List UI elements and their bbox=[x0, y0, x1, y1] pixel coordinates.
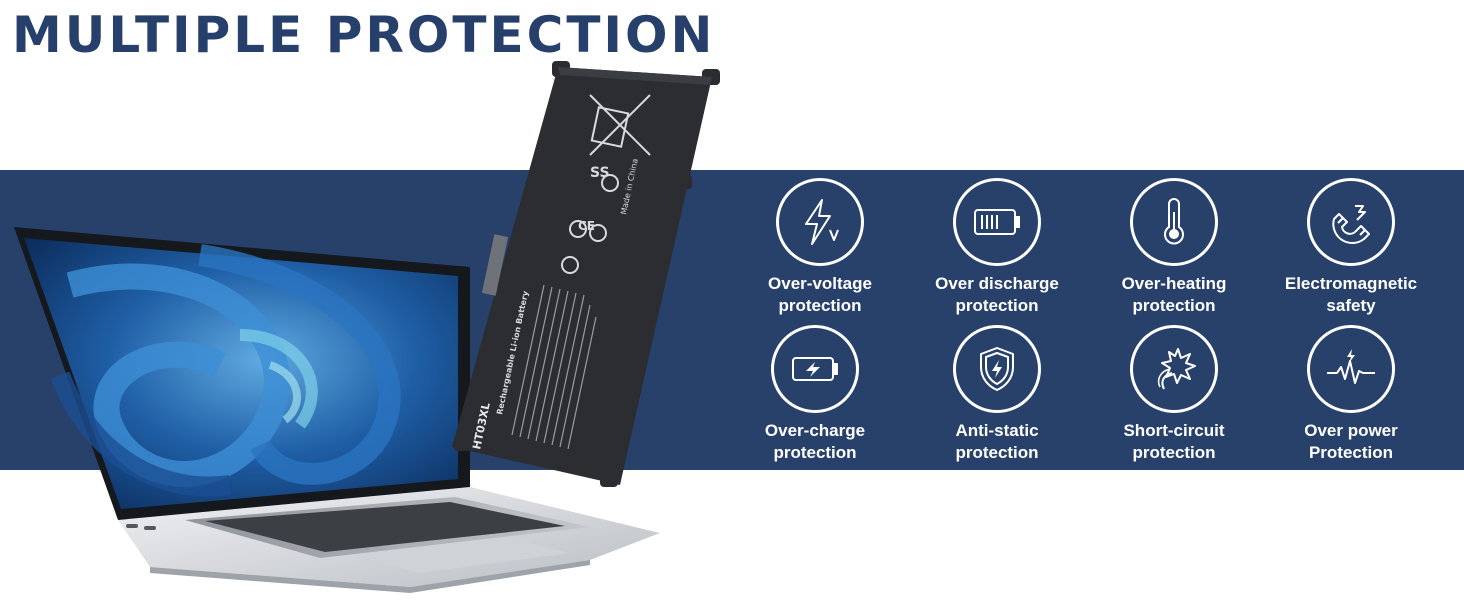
svg-text:CE: CE bbox=[578, 219, 595, 233]
feature-over-charge: Over-charge protection bbox=[727, 325, 903, 464]
feature-line2: protection bbox=[1132, 443, 1216, 462]
feature-line1: Over discharge bbox=[935, 274, 1059, 293]
feature-line2: Protection bbox=[1308, 443, 1394, 462]
feature-over-heating: Over-heating protection bbox=[1086, 178, 1262, 317]
feature-line1: Over-charge bbox=[764, 421, 866, 440]
feature-anti-static: Anti-static protection bbox=[909, 325, 1085, 464]
page-title: MULTIPLE PROTECTION bbox=[12, 6, 716, 64]
feature-over-discharge: Over discharge protection bbox=[909, 178, 1085, 317]
feature-line2: protection bbox=[955, 296, 1039, 315]
thermometer-icon bbox=[1164, 198, 1184, 245]
feature-line1: Anti-static bbox=[955, 421, 1039, 440]
battery-charging-icon bbox=[792, 357, 838, 381]
feature-line1: Short-circuit bbox=[1123, 421, 1225, 440]
laptop-image bbox=[14, 227, 660, 593]
feature-line2: protection bbox=[778, 296, 862, 315]
feature-line1: Over-voltage bbox=[768, 274, 872, 293]
feature-over-voltage: Over-voltage protection bbox=[732, 178, 908, 317]
power-pulse-icon bbox=[1327, 349, 1375, 384]
feature-line1: Over-heating bbox=[1121, 274, 1227, 293]
feature-line2: protection bbox=[955, 443, 1039, 462]
feature-line1: Electromagnetic bbox=[1284, 274, 1418, 293]
battery-level-icon bbox=[974, 209, 1020, 235]
lightning-voltage-icon bbox=[805, 199, 839, 245]
feature-line2: safety bbox=[1326, 296, 1376, 315]
feature-line1: Over power bbox=[1304, 421, 1398, 440]
spark-burst-icon bbox=[1157, 348, 1196, 390]
feature-short-circuit: Short-circuit protection bbox=[1086, 325, 1262, 464]
feature-over-power: Over power Protection bbox=[1263, 325, 1439, 464]
shield-bolt-icon bbox=[980, 347, 1014, 391]
svg-text:SS: SS bbox=[590, 165, 610, 181]
magnet-icon bbox=[1332, 205, 1370, 244]
feature-line2: protection bbox=[1132, 296, 1216, 315]
feature-line2: protection bbox=[773, 443, 857, 462]
feature-electromagnetic: Electromagnetic safety bbox=[1263, 178, 1439, 317]
battery-image: SS CE Made in China HT03XL Rechargeable … bbox=[452, 61, 720, 487]
